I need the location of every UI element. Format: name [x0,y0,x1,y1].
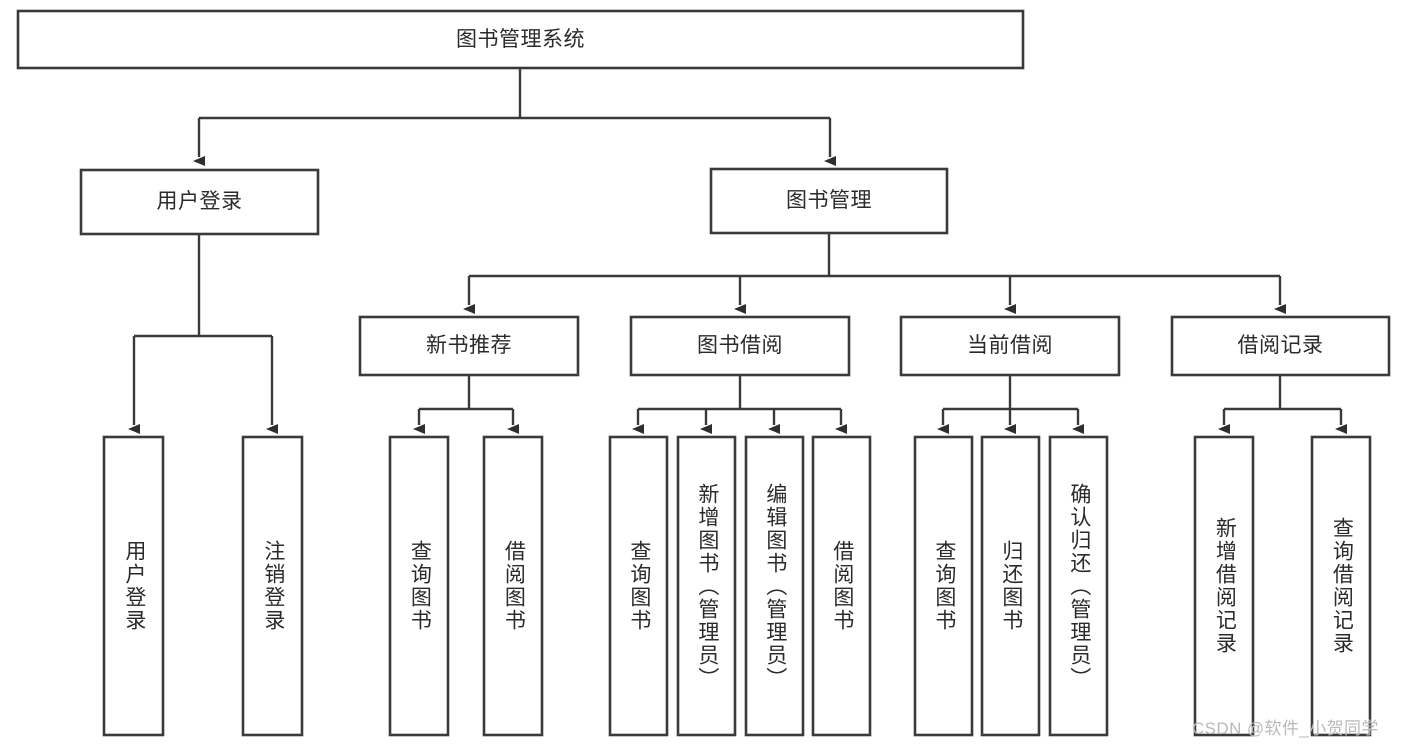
leaf-box-borrow-book-2[interactable] [811,435,872,737]
leaf-box-borrow-book-1[interactable] [482,435,544,737]
node-book-borrow-box[interactable] [629,315,851,377]
leaf-box-return-book[interactable] [980,435,1041,737]
leaf-box-add-record[interactable] [1193,435,1255,737]
leaf-box-query-book-1[interactable] [388,435,450,737]
watermark-text: CSDN @软件_小贺同学 [1192,719,1379,738]
node-book-manage-box[interactable] [709,167,949,235]
node-new-book-rec-box[interactable] [358,315,580,377]
node-borrow-record-box[interactable] [1170,315,1391,377]
leaf-box-edit-book[interactable] [744,435,805,737]
leaf-box-confirm-return[interactable] [1048,435,1109,737]
leaf-box-query-book-3[interactable] [913,435,974,737]
leaf-box-add-book[interactable] [676,435,737,737]
node-user-login-box[interactable] [79,168,320,236]
node-root-box[interactable] [16,9,1025,70]
leaf-box-query-record[interactable] [1310,435,1372,737]
leaf-box-logout[interactable] [241,435,304,737]
node-current-borrow-box[interactable] [899,315,1121,377]
leaf-box-user-login[interactable] [102,435,165,737]
leaf-box-query-book-2[interactable] [608,435,669,737]
